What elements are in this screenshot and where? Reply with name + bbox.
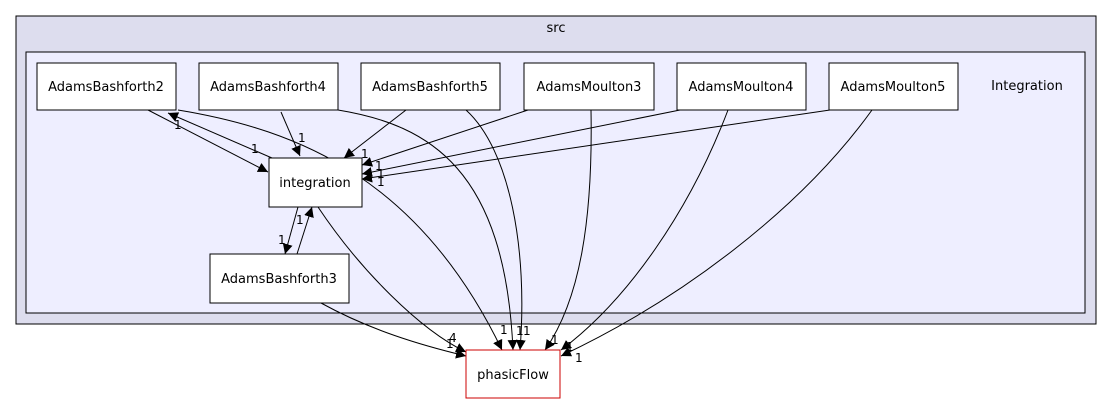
node-adamsmoulton3[interactable]: AdamsMoulton3: [523, 62, 655, 111]
node-adamsbashforth2-box: [36, 62, 177, 111]
edge-am5-to-phasicflow: [560, 109, 873, 357]
edge-integration-to-phasicflow: [317, 206, 467, 353]
node-adamsbashforth4-box: [198, 62, 339, 111]
node-adamsbashforth3-box: [209, 253, 350, 304]
node-adamsbashforth2[interactable]: AdamsBashforth2: [36, 62, 177, 111]
edge-label-integration-to-phasicflow: 4: [449, 331, 457, 345]
edge-label-ab4-to-phasicflow: 1: [516, 324, 524, 338]
edge-integration-to-ab3: [282, 206, 299, 255]
edge-label-am4-to-integration: 1: [377, 167, 385, 181]
edge-am3-to-integration: [361, 109, 529, 167]
edge-label-integration-to-ab3: 1: [278, 233, 286, 247]
edge-ab5-to-phasicflow: [465, 109, 526, 351]
node-adamsbashforth5-label: AdamsBashforth5: [372, 80, 488, 95]
cluster-integration-label: Integration: [991, 79, 1063, 94]
node-adamsmoulton4[interactable]: AdamsMoulton4: [676, 62, 807, 111]
node-adamsbashforth4-label: AdamsBashforth4: [210, 80, 326, 95]
node-adamsmoulton5[interactable]: AdamsMoulton5: [828, 62, 959, 111]
edge-label-ab2-to-phasicflow: 1: [500, 323, 508, 337]
node-adamsmoulton5-box: [828, 62, 959, 111]
node-adamsmoulton4-box: [676, 62, 807, 111]
edge-label-ab5-to-integration: 1: [361, 147, 369, 161]
node-integration[interactable]: integration: [268, 157, 363, 208]
node-adamsmoulton3-label: AdamsMoulton3: [537, 80, 642, 95]
edge-label-ab4-to-integration: 1: [298, 131, 306, 145]
edge-label-am3-to-phasicflow: 1: [551, 333, 559, 347]
edge-label-ab5-to-phasicflow: 1: [523, 324, 531, 338]
edge-am3-to-phasicflow: [544, 109, 592, 351]
node-phasicflow[interactable]: phasicFlow: [465, 349, 561, 399]
edge-ab3-to-phasicflow: [320, 302, 467, 359]
edge-label-am3-to-integration: 1: [375, 159, 383, 173]
edge-am5-to-integration: [361, 109, 831, 183]
node-adamsbashforth3-label: AdamsBashforth3: [221, 272, 337, 287]
node-integration-label: integration: [279, 176, 350, 191]
edge-ab3-to-integration: [296, 206, 314, 255]
edge-integration-to-ab2: [167, 112, 273, 159]
node-adamsmoulton5-label: AdamsMoulton5: [841, 80, 946, 95]
edge-ab4-to-phasicflow: [337, 109, 518, 351]
edge-am4-to-phasicflow: [560, 109, 729, 351]
node-phasicflow-label: phasicFlow: [477, 368, 549, 383]
edge-label-ab3-to-phasicflow: 1: [446, 337, 454, 351]
edge-label-am4-to-phasicflow: 1: [566, 340, 574, 354]
edge-label-ab2-to-integration: 1: [174, 118, 182, 132]
cluster-src-label: src: [547, 21, 566, 36]
edge-label-am5-to-integration: 1: [377, 175, 385, 189]
node-adamsbashforth3[interactable]: AdamsBashforth3: [209, 253, 350, 304]
edge-label-ab3-to-integration: 1: [296, 213, 304, 227]
node-adamsbashforth4[interactable]: AdamsBashforth4: [198, 62, 339, 111]
node-adamsbashforth5[interactable]: AdamsBashforth5: [360, 62, 501, 111]
node-adamsbashforth2-label: AdamsBashforth2: [48, 80, 164, 95]
node-integration-box: [268, 157, 363, 208]
edge-am4-to-integration: [361, 109, 681, 177]
node-phasicflow-box: [465, 349, 561, 399]
node-adamsmoulton4-label: AdamsMoulton4: [689, 80, 794, 95]
edge-ab4-to-integration: [280, 111, 301, 157]
node-adamsmoulton3-box: [523, 62, 655, 111]
edge-label-am5-to-phasicflow: 1: [575, 351, 583, 365]
node-adamsbashforth5-box: [360, 62, 501, 111]
edge-ab5-to-integration: [343, 109, 407, 159]
edge-label-integration-to-ab2: 1: [251, 142, 259, 156]
